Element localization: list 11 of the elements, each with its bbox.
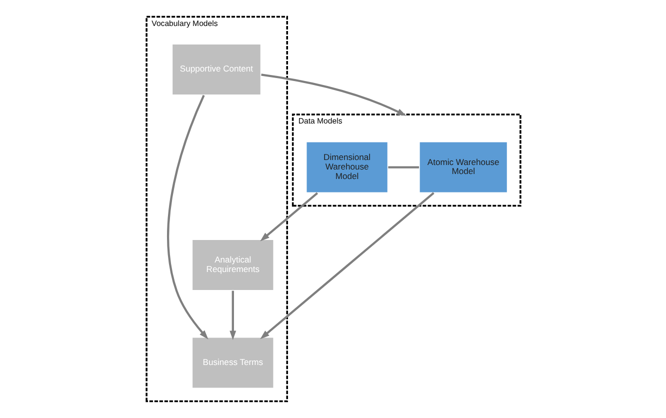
node-box: Dimensional Warehouse Model <box>304 140 388 194</box>
arrow <box>166 94 208 340</box>
node-box: Atomic Warehouse Model <box>418 140 508 194</box>
node-box: Supportive Content <box>170 43 262 96</box>
node-box: Analytical Requirements <box>190 238 274 292</box>
arrow <box>229 290 236 340</box>
node-box: Business Terms <box>190 336 274 390</box>
arrow <box>260 192 318 242</box>
arrow <box>260 74 406 116</box>
arrow <box>260 192 434 340</box>
connector <box>388 166 418 168</box>
